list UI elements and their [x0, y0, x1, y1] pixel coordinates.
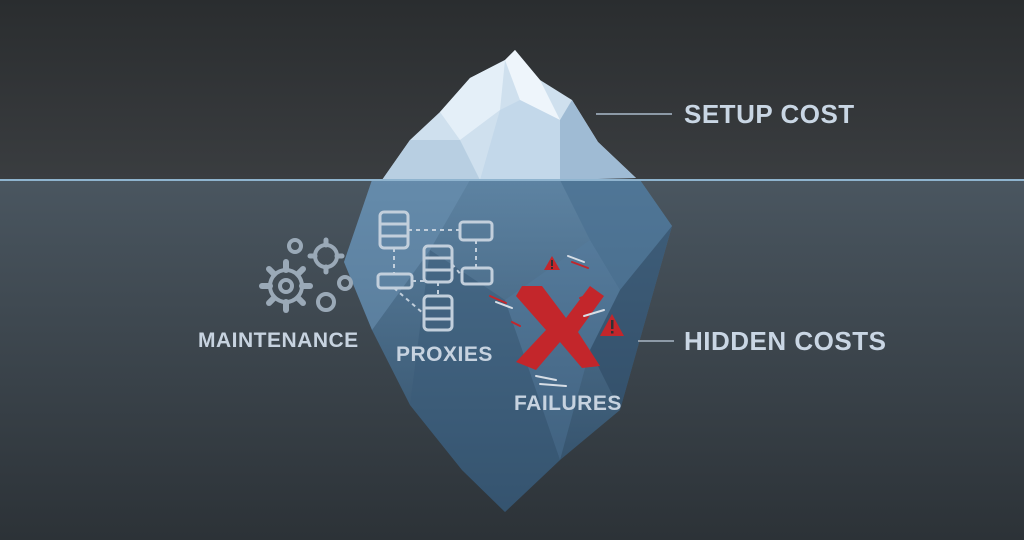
setup-cost-leader [596, 113, 672, 115]
hidden-costs-label: HIDDEN COSTS [684, 326, 887, 356]
setup-cost-label: SETUP COST [684, 99, 855, 129]
failures-label: FAILURES [514, 392, 622, 415]
waterline [0, 179, 1024, 181]
failure-x-icon [489, 255, 605, 387]
server-network-icon [376, 210, 494, 332]
maintenance-label: MAINTENANCE [198, 329, 359, 352]
proxies-label: PROXIES [396, 343, 493, 366]
iceberg-tip [382, 50, 636, 180]
gears-icon [259, 237, 353, 313]
warning-icon [544, 256, 624, 336]
hidden-costs-leader [638, 340, 674, 342]
